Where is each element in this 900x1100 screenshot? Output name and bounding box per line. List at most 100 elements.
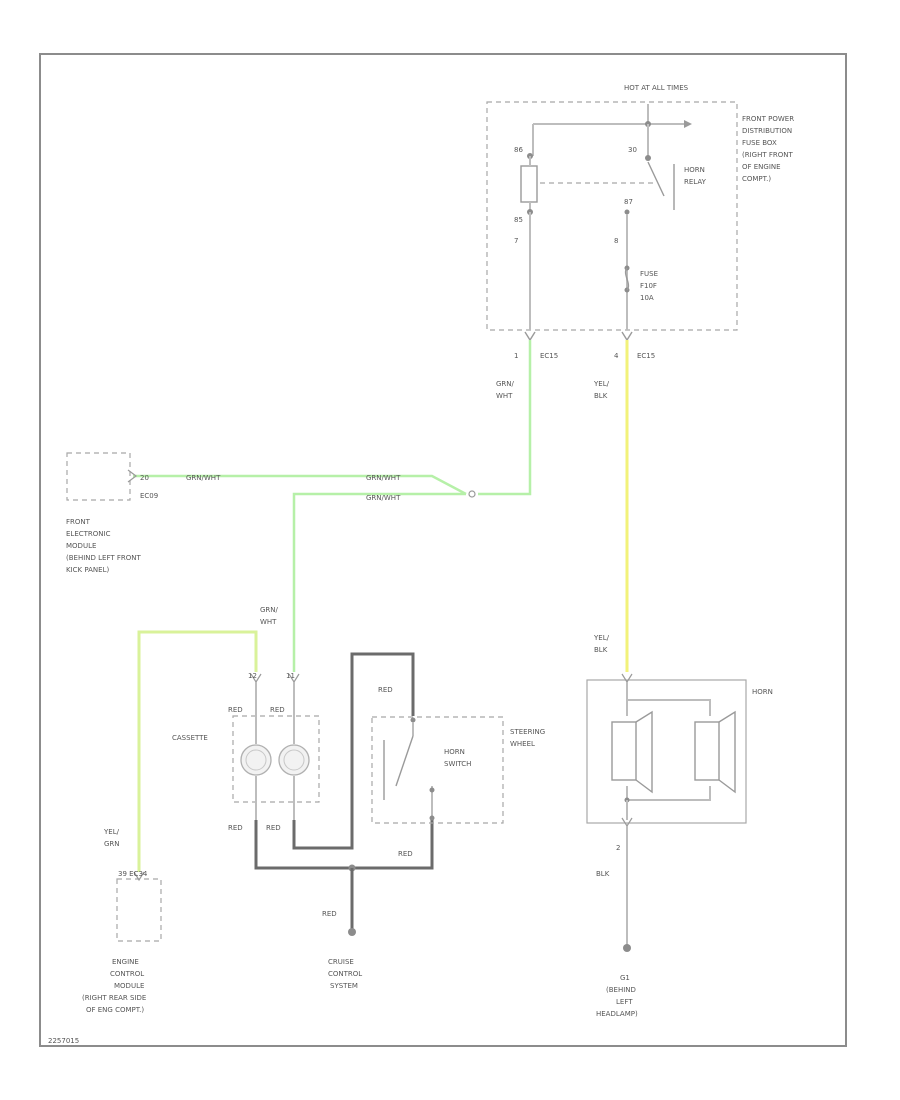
red-wire-label-4: RED xyxy=(266,824,281,832)
ecm-name-line-5: OF ENG COMPT.) xyxy=(86,1006,144,1014)
ground-g1: G1 (BEHIND LEFT HEADLAMP) xyxy=(596,974,638,1018)
red-wires: RED RED RED xyxy=(254,652,434,936)
ground-name-line-3: HEADLAMP) xyxy=(596,1010,638,1018)
steering-wheel-horn-switch: HORN SWITCH STEERING WHEEL xyxy=(371,716,545,824)
steering-wheel-outline xyxy=(371,716,504,824)
yel-blk-upper-label-1: YEL/ xyxy=(593,380,610,388)
relay-pin-87: 87 xyxy=(624,198,633,206)
ec15-left-id: EC15 xyxy=(540,352,558,360)
cruise-control-system: CRUISE CONTROL SYSTEM xyxy=(328,958,362,990)
yel-grn-label-1: YEL/ xyxy=(103,828,120,836)
front-electronic-module: 20 EC09 FRONT ELECTRONIC MODULE (BEHIND … xyxy=(66,452,158,574)
red-wire-label-3: RED xyxy=(228,824,243,832)
arrow-right-icon xyxy=(684,120,692,128)
red-wire-label-5: RED xyxy=(378,686,393,694)
clockspring-coil-a xyxy=(240,744,272,776)
engine-control-module: 39 EC34 ENGINE CONTROL MODULE (RIGHT REA… xyxy=(82,870,162,1014)
relay-coil xyxy=(520,165,538,203)
fuse-box-name-line-2: DISTRIBUTION xyxy=(742,127,792,135)
fuse-box-name-line-4: (RIGHT FRONT xyxy=(742,151,793,159)
fuse-box-pin-7: 7 xyxy=(514,237,518,245)
red-wire-label-1: RED xyxy=(228,706,243,714)
ground-name-line-2: LEFT xyxy=(616,998,633,1006)
fem-name-line-5: KICK PANEL) xyxy=(66,566,109,574)
ec15-connector-right xyxy=(621,331,633,342)
yel-grn-label-2: GRN xyxy=(104,840,120,848)
relay-pin-86: 86 xyxy=(514,146,523,154)
diagram-code: 2257015 xyxy=(48,1037,79,1045)
ecm-connector: 39 EC34 xyxy=(118,870,148,878)
yel-blk-lower-label-2: BLK xyxy=(594,646,608,654)
cruise-label-line-3: SYSTEM xyxy=(330,982,358,990)
ec15-connector-left xyxy=(524,331,536,342)
blk-wire-label: BLK xyxy=(596,870,610,878)
grn-wht-h2-label: GRN/WHT xyxy=(366,474,401,482)
horn-switch-label-2: SWITCH xyxy=(444,760,471,768)
red-wire-label-2: RED xyxy=(270,706,285,714)
fuse-box: HOT AT ALL TIMES FRONT POWER DISTRIBUTIO… xyxy=(486,84,794,360)
cruise-label-line-2: CONTROL xyxy=(328,970,362,978)
fem-name-line-2: ELECTRONIC xyxy=(66,530,111,538)
hot-at-all-times-label: HOT AT ALL TIMES xyxy=(624,84,689,92)
yel-blk-upper-label-2: BLK xyxy=(594,392,608,400)
clockspring-coil-b xyxy=(278,744,310,776)
horn-outline xyxy=(586,679,747,824)
ecm-name-line-2: CONTROL xyxy=(110,970,144,978)
cruise-label-line-1: CRUISE xyxy=(328,958,354,966)
fuse-label-line-3: 10A xyxy=(640,294,654,302)
red-wire-label-6: RED xyxy=(398,850,413,858)
cassette-label: CASSETTE xyxy=(172,734,208,742)
fuse-box-name-line-6: COMPT.) xyxy=(742,175,771,183)
relay-pin-85: 85 xyxy=(514,216,523,224)
fuse-box-name-line-5: OF ENGINE xyxy=(742,163,781,171)
red-wire-label-7: RED xyxy=(322,910,337,918)
yel-blk-lower-label-1: YEL/ xyxy=(593,634,610,642)
ecm-name-line-1: ENGINE xyxy=(112,958,139,966)
horn-pin-2: 2 xyxy=(616,844,620,852)
horn-switch-label-1: HORN xyxy=(444,748,465,756)
ec15-left-pin: 1 xyxy=(514,352,518,360)
diagram-frame xyxy=(39,53,847,1047)
ground-g1-point xyxy=(623,944,631,952)
horn-speaker-1 xyxy=(611,710,653,794)
fem-name-line-3: MODULE xyxy=(66,542,96,550)
fuse-box-outline xyxy=(486,101,738,331)
horn-relay-label-line-2: RELAY xyxy=(684,178,707,186)
grn-wht-lower-label-1: GRN/ xyxy=(260,606,279,614)
steering-wheel-label-1: STEERING xyxy=(510,728,545,736)
fuse-label-line-2: F10F xyxy=(640,282,657,290)
fem-connector: EC09 xyxy=(140,492,158,500)
fem-pin: 20 xyxy=(140,474,149,482)
fuse-f10f xyxy=(624,267,630,291)
horn-assembly: HORN 2 BLK xyxy=(586,673,773,952)
horn-switch-contact xyxy=(395,735,414,787)
ecm-name-line-3: MODULE xyxy=(114,982,144,990)
ground-name-line-1: (BEHIND xyxy=(606,986,636,994)
ground-id: G1 xyxy=(620,974,630,982)
horn-label: HORN xyxy=(752,688,773,696)
grn-wht-vertical-label-1: GRN/ xyxy=(496,380,515,388)
cassette-pin-b: 11 xyxy=(286,672,295,680)
steering-wheel-label-2: WHEEL xyxy=(510,740,535,748)
grn-wht-h1-label: GRN/WHT xyxy=(186,474,221,482)
relay-switch-contact xyxy=(647,161,665,197)
ecm-outline xyxy=(116,878,162,942)
fem-outline xyxy=(66,452,131,501)
fem-name-line-4: (BEHIND LEFT FRONT xyxy=(66,554,141,562)
grn-wht-vertical-label-2: WHT xyxy=(496,392,513,400)
cassette-pin-a: 12 xyxy=(248,672,257,680)
fuse-box-pin-8: 8 xyxy=(614,237,618,245)
horn-speaker-2 xyxy=(694,710,736,794)
cassette-outline xyxy=(232,715,320,803)
clockspring-cassette: CASSETTE 12 11 RED RED RED RED xyxy=(172,672,320,832)
ec15-right-id: EC15 xyxy=(637,352,655,360)
grn-wht-lower-label-2: WHT xyxy=(260,618,277,626)
grn-wht-wires: GRN/ WHT GRN/WHT GRN/WHT GRN/WHT GRN/ WH… xyxy=(133,340,532,672)
fuse-box-name-line-3: FUSE BOX xyxy=(742,139,777,147)
fuse-box-name-line-1: FRONT POWER xyxy=(742,115,794,123)
ecm-name-line-4: (RIGHT REAR SIDE xyxy=(82,994,146,1002)
horn-relay-label-line-1: HORN xyxy=(684,166,705,174)
ec15-right-pin: 4 xyxy=(614,352,619,360)
yellow-wires: YEL/ BLK YEL/ BLK YEL/ GRN xyxy=(103,340,629,872)
